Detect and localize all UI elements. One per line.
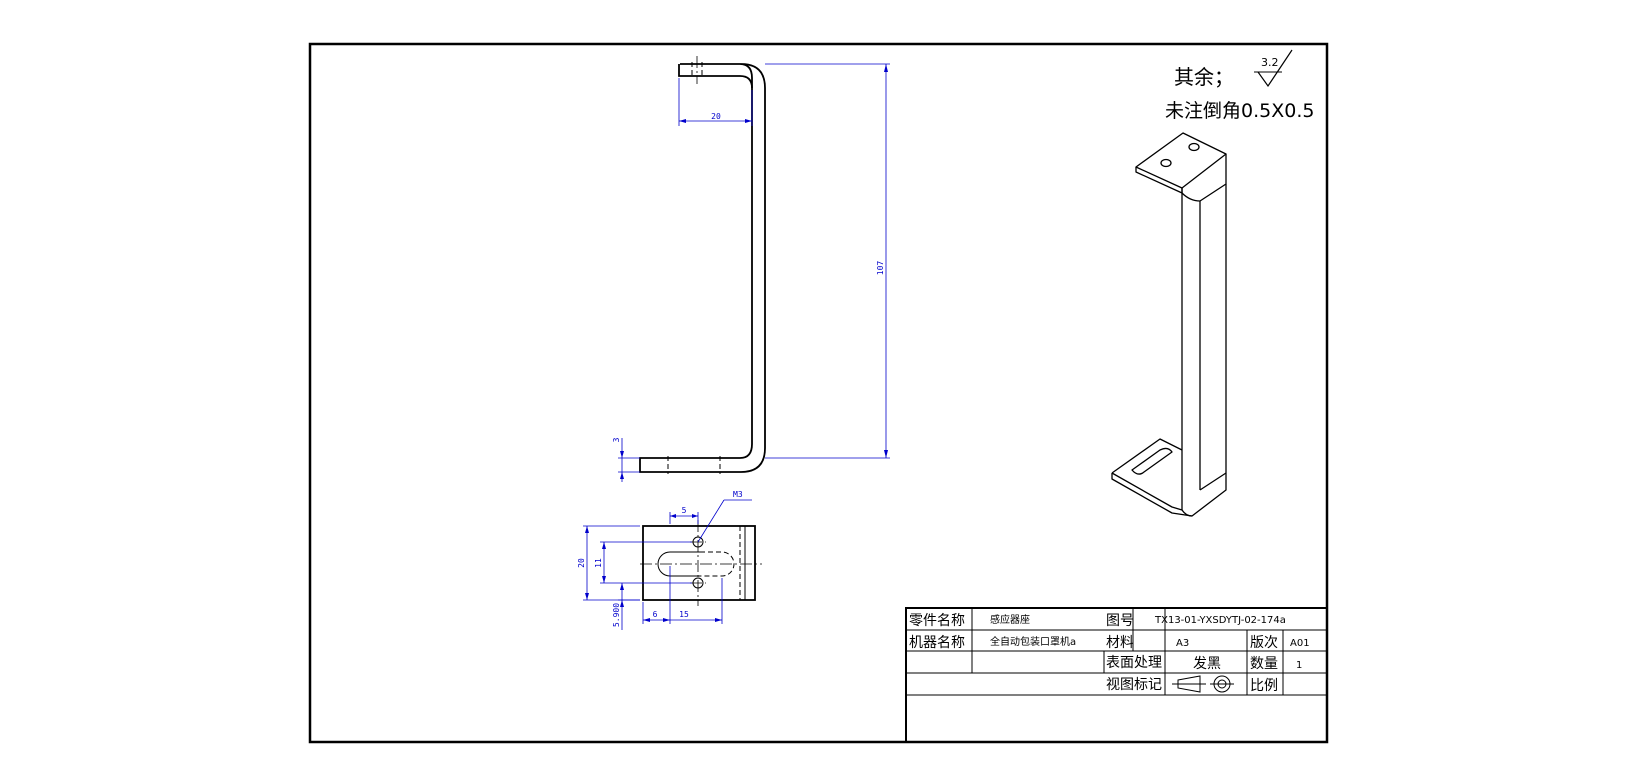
front-view-bracket-outline [639,63,766,473]
dim-total-height-label: 107 [876,261,885,276]
quantity-value: 1 [1296,660,1302,671]
dim-thickness-label: 3 [612,437,621,442]
surface-label: 表面处理 [1106,655,1162,671]
version-value: A01 [1290,638,1310,649]
version-label: 版次 [1250,635,1278,651]
title-block: 零件名称 感应器座 图号 TX13-01-YXSDYTJ-02-174a 机器名… [905,607,1328,743]
front-view [639,56,766,474]
roughness-value: 3.2 [1261,56,1279,69]
dim-hole-pitch-label: 11 [594,558,603,568]
drawing-no-value: TX13-01-YXSDYTJ-02-174a [1154,615,1286,626]
dim-hole-offset-label: 5 [682,506,687,515]
dim-slot-length-label: 15 [679,610,689,619]
scale-label: 比例 [1250,678,1278,694]
dim-total-height: 107 [765,63,890,459]
dim-slot-start-label: 6 [653,610,658,619]
chamfer-note: 未注倒角0.5X0.5 [1165,100,1314,122]
slot-visible [657,551,700,577]
material-value: A3 [1176,638,1189,649]
title-block-frame [905,607,1328,743]
roughness-prefix: 其余； [1174,65,1234,89]
roughness-symbol-icon: 3.2 [1254,49,1293,88]
part-name-label: 零件名称 [909,613,965,629]
bottom-view-dimensions: M3 5 20 11 5.900 6 15 [577,490,752,630]
dim-top-flange-label: 20 [711,112,721,121]
machine-name-label: 机器名称 [909,635,965,651]
dim-thickness: 3 [612,437,640,482]
part-name-value: 感应器座 [990,613,1030,626]
dim-width-label: 20 [577,558,586,568]
machine-name-value: 全自动包装口罩机a [990,635,1076,648]
material-label: 材料 [1106,635,1134,651]
surface-value: 发黑 [1193,656,1221,672]
bottom-view-outline [642,525,756,601]
dim-top-flange: 20 [678,78,753,126]
quantity-label: 数量 [1250,656,1278,672]
view-mark-label: 视图标记 [1106,677,1162,693]
slot-hidden [700,551,735,577]
projection-symbol-icon [1172,675,1234,693]
top-flange [678,64,753,89]
drawing-no-label: 图号 [1106,613,1134,629]
notes: 其余； 3.2 未注倒角0.5X0.5 [1165,49,1314,122]
bottom-view [640,520,762,606]
drawing-frame [308,42,1329,744]
dim-thread-label: M3 [733,490,743,499]
dim-edge-offset-label: 5.900 [612,603,621,627]
isometric-view [1111,132,1227,517]
